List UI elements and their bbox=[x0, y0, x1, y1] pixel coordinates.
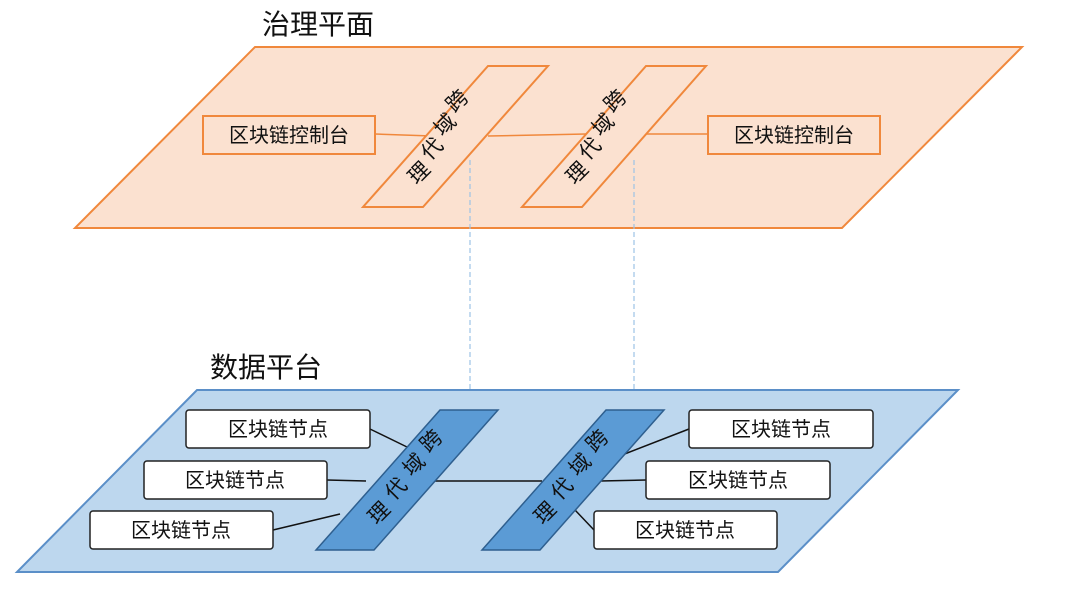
platform-link-right-2 bbox=[599, 479, 647, 482]
platform-link-right-1 bbox=[621, 428, 690, 456]
governance-link-middle bbox=[487, 133, 587, 137]
blockchain-node-right-3-label: 区块链节点 bbox=[635, 518, 735, 542]
blockchain-node-right-2[interactable] bbox=[645, 460, 831, 500]
blockchain-node-left-3-label: 区块链节点 bbox=[131, 518, 231, 542]
governance-console-right-label: 区块链控制台 bbox=[734, 123, 854, 147]
blockchain-node-left-1[interactable] bbox=[185, 409, 371, 449]
blockchain-node-right-2-label: 区块链节点 bbox=[688, 468, 788, 492]
platform-link-right-3 bbox=[574, 509, 595, 531]
governance-link-left bbox=[374, 133, 433, 137]
platform-link-left-3 bbox=[272, 513, 341, 531]
governance-console-right[interactable] bbox=[707, 115, 881, 155]
governance-plane bbox=[72, 46, 1025, 229]
blockchain-node-right-3[interactable] bbox=[593, 510, 778, 550]
governance-console-left[interactable] bbox=[202, 115, 376, 155]
governance-plane-title: 治理平面 bbox=[262, 8, 374, 41]
data-platform-title: 数据平台 bbox=[210, 351, 322, 384]
blockchain-node-left-2[interactable] bbox=[143, 460, 328, 500]
governance-proxy-1[interactable] bbox=[360, 65, 551, 208]
platform-link-left-2 bbox=[326, 479, 367, 482]
platform-proxy-2[interactable] bbox=[480, 409, 666, 551]
blockchain-node-left-1-label: 区块链节点 bbox=[228, 417, 328, 441]
blockchain-node-right-1[interactable] bbox=[688, 409, 874, 449]
platform-link-left-1 bbox=[369, 428, 408, 448]
blockchain-node-left-2-label: 区块链节点 bbox=[185, 468, 285, 492]
blockchain-node-left-3[interactable] bbox=[89, 510, 274, 550]
platform-proxy-1[interactable] bbox=[314, 409, 500, 551]
governance-console-left-label: 区块链控制台 bbox=[229, 123, 349, 147]
governance-proxy-2[interactable] bbox=[519, 65, 709, 208]
blockchain-node-right-1-label: 区块链节点 bbox=[731, 417, 831, 441]
